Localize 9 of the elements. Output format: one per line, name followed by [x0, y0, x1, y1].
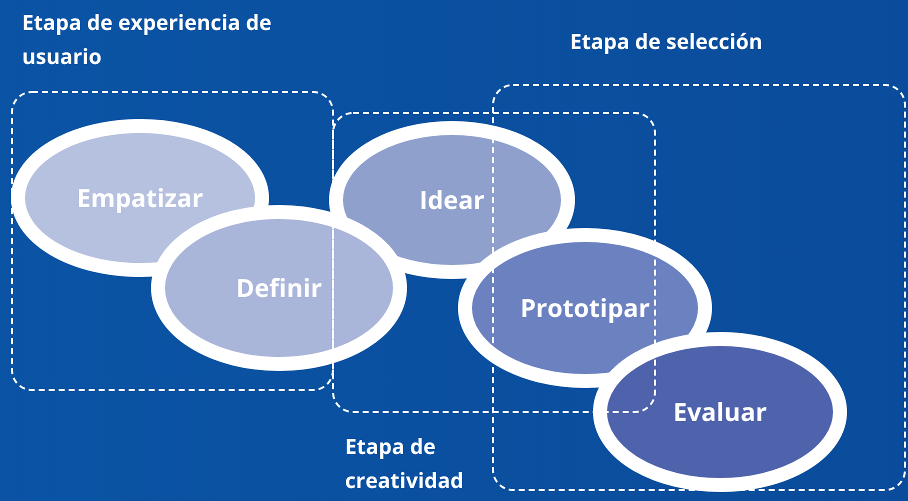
stage-label: Evaluar: [673, 395, 767, 429]
stage-label: Prototipar: [520, 291, 650, 325]
stage-label: Empatizar: [76, 181, 204, 215]
stage-label: Idear: [419, 183, 485, 217]
stage-ellipse: [593, 332, 847, 492]
group-heading: Etapa de experiencia de usuario: [22, 8, 273, 73]
stage-label: Definir: [236, 271, 322, 305]
group-heading: Etapa de selección: [570, 27, 764, 58]
group-heading: Etapa de creatividad: [345, 432, 465, 497]
